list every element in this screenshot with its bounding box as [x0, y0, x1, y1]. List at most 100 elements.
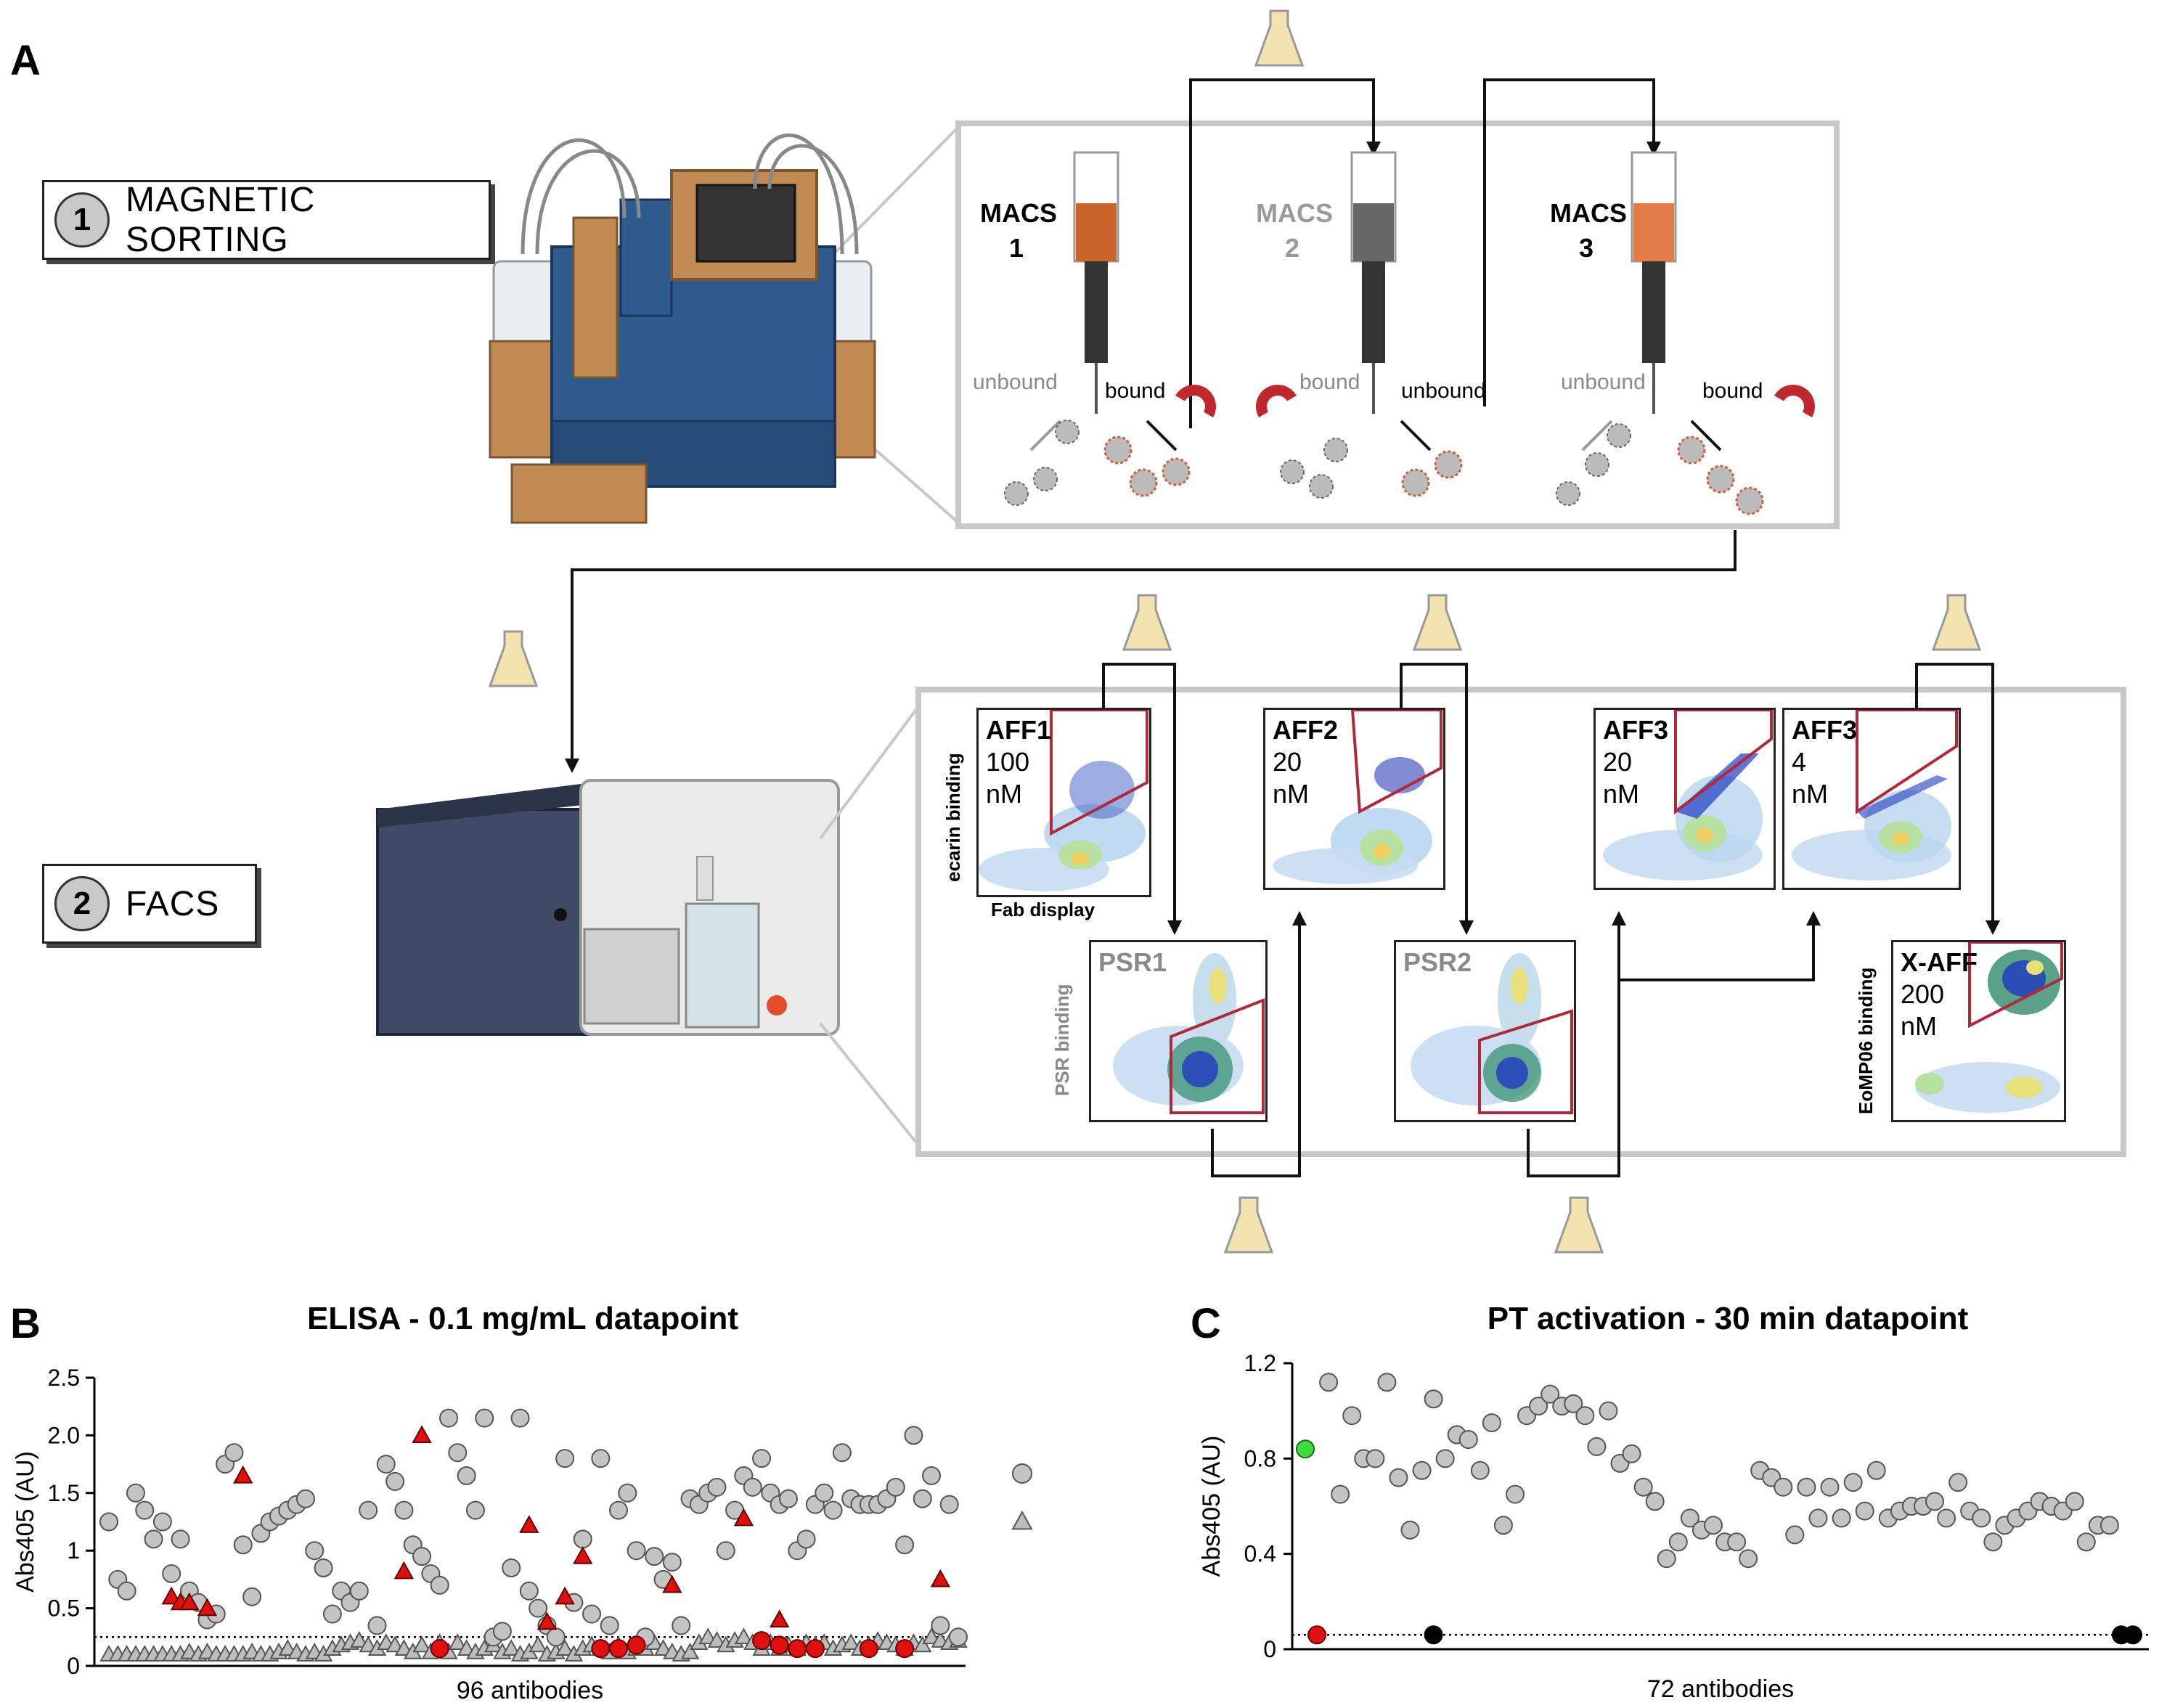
ecarin-point — [367, 1616, 387, 1635]
psr-point — [922, 1627, 941, 1645]
highlight-psr-point — [573, 1546, 593, 1564]
facs-plot-title: PSR2 — [1403, 947, 1472, 977]
ecarin-point — [707, 1477, 727, 1497]
bound-cells-icon — [1103, 436, 1764, 515]
ecarin-point — [144, 1529, 163, 1549]
antibody-point — [1668, 1532, 1688, 1552]
psr-point — [555, 1639, 574, 1656]
ecarin-point — [502, 1558, 521, 1578]
ecarin-point — [815, 1483, 834, 1503]
antibody-point — [1774, 1477, 1793, 1497]
magnetic-sorter-icon — [489, 133, 876, 524]
ecarin-point — [465, 1500, 485, 1520]
highlight-psr-point — [769, 1609, 790, 1628]
ecarin-point — [645, 1547, 664, 1566]
psr-point — [350, 1631, 369, 1648]
ecarin-point — [233, 1535, 253, 1555]
ecarin-point — [886, 1477, 905, 1497]
culture-flask-icon — [1254, 9, 1305, 67]
ecarin-point — [823, 1500, 843, 1520]
ecarin-point — [314, 1558, 333, 1578]
antibody-point — [1972, 1508, 1991, 1528]
highlight-point — [1307, 1625, 1327, 1645]
step-number: 1 — [54, 192, 110, 248]
antibody-point — [1983, 1532, 2003, 1552]
ecarin-point — [510, 1408, 530, 1428]
psr-point — [394, 1639, 414, 1656]
ecarin-point — [412, 1547, 432, 1566]
ecarin-point — [555, 1449, 575, 1468]
ecarin-point — [457, 1466, 476, 1485]
ecarin-point — [627, 1541, 646, 1561]
antibody-point — [1482, 1413, 1501, 1433]
positive-control-point — [1296, 1439, 1315, 1459]
antibody-point — [1680, 1508, 1699, 1528]
unbound-label: unbound — [1561, 370, 1646, 394]
antibody-point — [2065, 1492, 2084, 1511]
ecarin-point — [949, 1627, 968, 1647]
highlight-ecarin-point — [609, 1639, 628, 1659]
y-tick-label: 0 — [67, 1653, 80, 1679]
antibody-point — [1564, 1394, 1583, 1413]
magnet-icon — [1256, 385, 1297, 417]
facs-density — [1113, 953, 1265, 1114]
psr-point — [412, 1635, 431, 1653]
panel-a-illustration — [376, 9, 2126, 1254]
unbound-label: unbound — [973, 370, 1058, 394]
facs-sorter-icon — [376, 779, 840, 1036]
chart-title-elisa: ELISA - 0.1 mg/mL datapoint — [306, 1301, 739, 1336]
culture-flask-icon — [1554, 1196, 1604, 1254]
antibody-point — [1540, 1384, 1560, 1404]
antibody-point — [1424, 1389, 1443, 1409]
ecarin-point — [492, 1622, 512, 1641]
step-facs: 2 FACS — [42, 864, 257, 944]
psr-point — [457, 1639, 476, 1656]
antibody-point — [1843, 1473, 1863, 1492]
highlight-ecarin-point — [627, 1635, 646, 1655]
highlight-psr-point — [555, 1586, 575, 1605]
ecarin-point — [672, 1616, 691, 1635]
panel-letter-c: C — [1191, 1300, 1221, 1347]
macs-column-3-icon — [1631, 151, 1677, 414]
ecarin-point — [448, 1443, 468, 1463]
highlight-ecarin-point — [859, 1639, 878, 1659]
y-tick-label: 0.4 — [1244, 1541, 1276, 1567]
negative-control-point — [2123, 1625, 2142, 1645]
antibody-point — [1412, 1460, 1432, 1480]
magnet-icon — [1774, 385, 1815, 417]
ecarin-point — [162, 1564, 181, 1583]
flow-arrow — [1189, 78, 1375, 428]
highlight-psr-point — [519, 1515, 539, 1533]
ecarin-point — [376, 1455, 396, 1474]
highlight-psr-point — [930, 1569, 951, 1588]
antibody-point — [1529, 1397, 1548, 1416]
antibody-point — [2076, 1532, 2096, 1552]
chart-title-pt-activation: PT activation - 30 min datapoint — [1487, 1301, 1969, 1336]
ecarin-point — [573, 1529, 592, 1549]
x-axis-label: 96 antibodies — [457, 1677, 603, 1704]
antibody-point — [1657, 1549, 1676, 1569]
y-axis-label: Abs405 (AU) — [1198, 1436, 1225, 1577]
highlight-psr-point — [733, 1508, 754, 1527]
ecarin-point — [475, 1408, 494, 1428]
antibody-point — [1808, 1508, 1828, 1528]
bound-label: bound — [1702, 379, 1763, 403]
antibody-point — [1645, 1492, 1665, 1511]
highlight-ecarin-point — [752, 1631, 772, 1651]
antibody-point — [1435, 1449, 1455, 1468]
panel-letter-b: B — [10, 1300, 41, 1347]
ecarin-point — [430, 1575, 449, 1595]
flow-arrow — [571, 530, 1737, 762]
highlight-psr-point — [233, 1465, 253, 1484]
unbound-label: unbound — [1401, 379, 1486, 403]
psr-point — [278, 1639, 298, 1656]
y-tick-label: 0.8 — [1244, 1445, 1276, 1471]
antibody-point — [1319, 1373, 1339, 1392]
antibody-point — [1866, 1460, 1886, 1480]
highlight-ecarin-point — [788, 1639, 807, 1659]
